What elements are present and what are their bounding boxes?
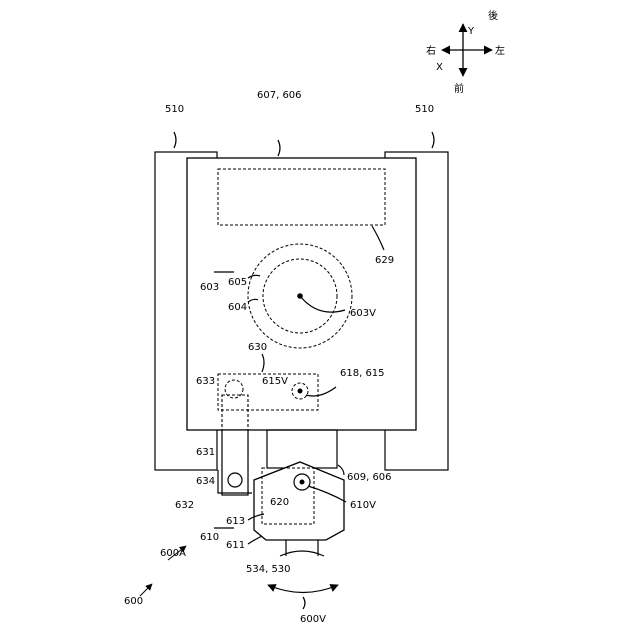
- leader-600V: [303, 597, 305, 609]
- label-618-615: 618, 615: [340, 368, 385, 379]
- compass-y-label: Y: [467, 26, 475, 37]
- label-611: 611: [226, 540, 245, 551]
- label-600A: 600A: [160, 548, 186, 559]
- label-boom: 534, 530: [246, 564, 291, 575]
- label-603: 603: [200, 282, 219, 293]
- label-632: 632: [175, 500, 194, 511]
- compass-x-label: X: [436, 62, 443, 73]
- compass-right-label: 右: [426, 44, 436, 57]
- label-604: 604: [228, 302, 247, 313]
- leader-left-track: [174, 132, 176, 148]
- attachment-head-610: [254, 462, 344, 540]
- label-main-body: 607, 606: [257, 90, 302, 101]
- compass-rear-label: 後: [488, 9, 498, 22]
- label-631: 631: [196, 447, 215, 458]
- label-620: 620: [270, 497, 289, 508]
- label-610V: 610V: [350, 500, 376, 511]
- arrow-600: [140, 584, 152, 596]
- label-605: 605: [228, 277, 247, 288]
- compass-front-label: 前: [454, 82, 464, 95]
- boom-534: [286, 540, 318, 556]
- label-600V: 600V: [300, 614, 326, 625]
- direction-compass: 後 左 右 前 Y X: [426, 9, 505, 95]
- label-600: 600: [124, 596, 143, 607]
- label-634: 634: [196, 476, 215, 487]
- label-613: 613: [226, 516, 245, 527]
- leader-611: [248, 536, 262, 544]
- pivot-point-615V: [298, 389, 303, 394]
- label-610: 610: [200, 532, 219, 543]
- label-arm: 630: [248, 342, 267, 353]
- label-panel: 629: [375, 255, 394, 266]
- swing-arrow-600V: [268, 585, 338, 593]
- leader-609: [338, 465, 344, 475]
- leader-right-track: [432, 132, 434, 148]
- label-603V: 603V: [350, 308, 376, 319]
- label-609-606: 609, 606: [347, 472, 392, 483]
- label-right-track: 510: [415, 104, 434, 115]
- leader-main-body: [278, 140, 280, 156]
- pivot2-point-610V: [300, 480, 305, 485]
- label-633: 633: [196, 376, 215, 387]
- label-615V: 615V: [262, 376, 288, 387]
- compass-left-label: 左: [495, 44, 505, 57]
- label-left-track: 510: [165, 104, 184, 115]
- link-631: [222, 430, 248, 495]
